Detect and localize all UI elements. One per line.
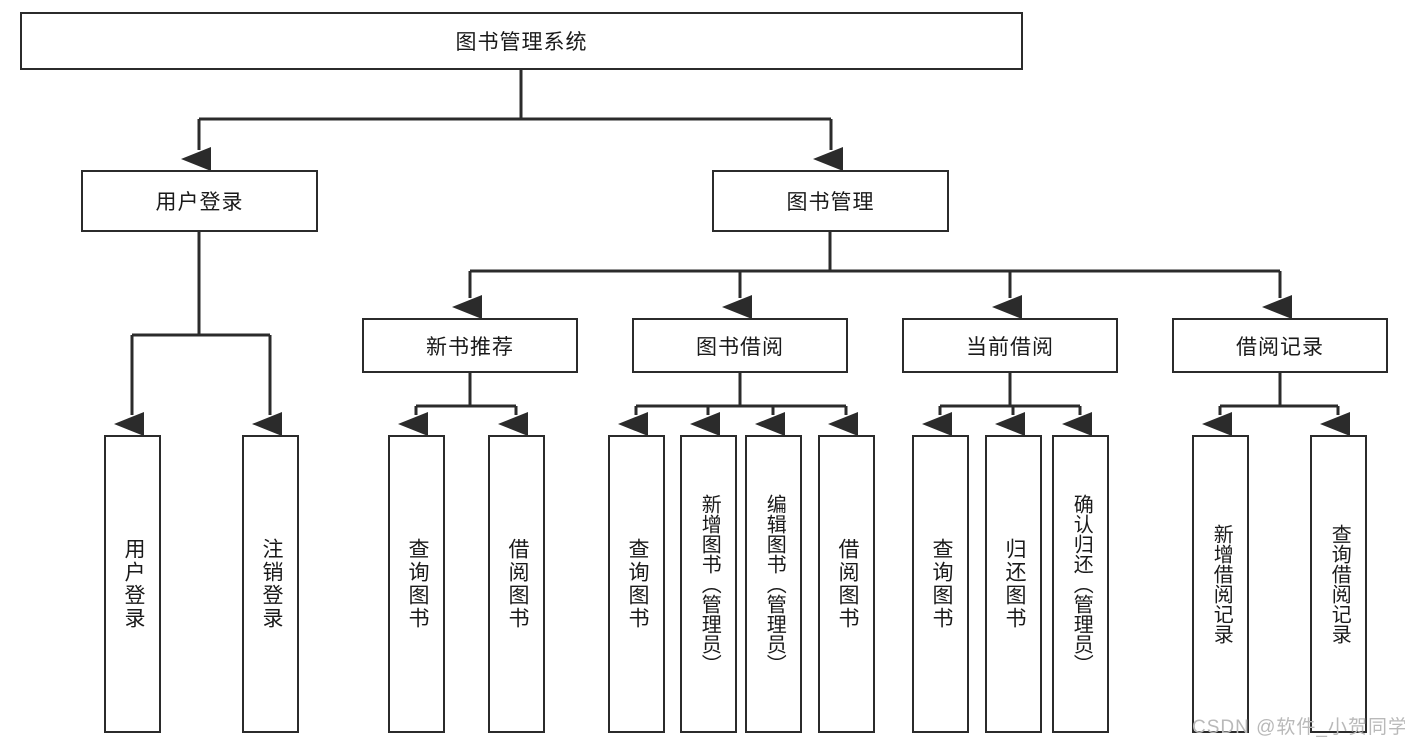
node-new-book-recommend[interactable]: 新书推荐: [362, 318, 578, 373]
node-borrow-record[interactable]: 借阅记录: [1172, 318, 1388, 373]
leaf-borrow-book-recommend[interactable]: 借阅图书: [488, 435, 545, 733]
leaf-borrow-book[interactable]: 借阅图书: [818, 435, 875, 733]
node-user-login[interactable]: 用户登录: [81, 170, 318, 232]
leaf-query-book-borrow[interactable]: 查询图书: [608, 435, 665, 733]
node-root-system[interactable]: 图书管理系统: [20, 12, 1023, 70]
node-book-manage[interactable]: 图书管理: [712, 170, 949, 232]
leaf-return-book[interactable]: 归还图书: [985, 435, 1042, 733]
leaf-query-borrow-record[interactable]: 查询借阅记录: [1310, 435, 1367, 733]
node-book-borrow[interactable]: 图书借阅: [632, 318, 848, 373]
leaf-user-login[interactable]: 用户登录: [104, 435, 161, 733]
node-current-borrow[interactable]: 当前借阅: [902, 318, 1118, 373]
leaf-add-borrow-record[interactable]: 新增借阅记录: [1192, 435, 1249, 733]
leaf-user-logout[interactable]: 注销登录: [242, 435, 299, 733]
leaf-edit-book-admin[interactable]: 编辑图书（管理员）: [745, 435, 802, 733]
leaf-query-book-current[interactable]: 查询图书: [912, 435, 969, 733]
csdn-watermark: CSDN @软件_小贺同学: [1192, 717, 1405, 738]
leaf-query-book-recommend[interactable]: 查询图书: [388, 435, 445, 733]
leaf-add-book-admin[interactable]: 新增图书（管理员）: [680, 435, 737, 733]
leaf-confirm-return-admin[interactable]: 确认归还（管理员）: [1052, 435, 1109, 733]
